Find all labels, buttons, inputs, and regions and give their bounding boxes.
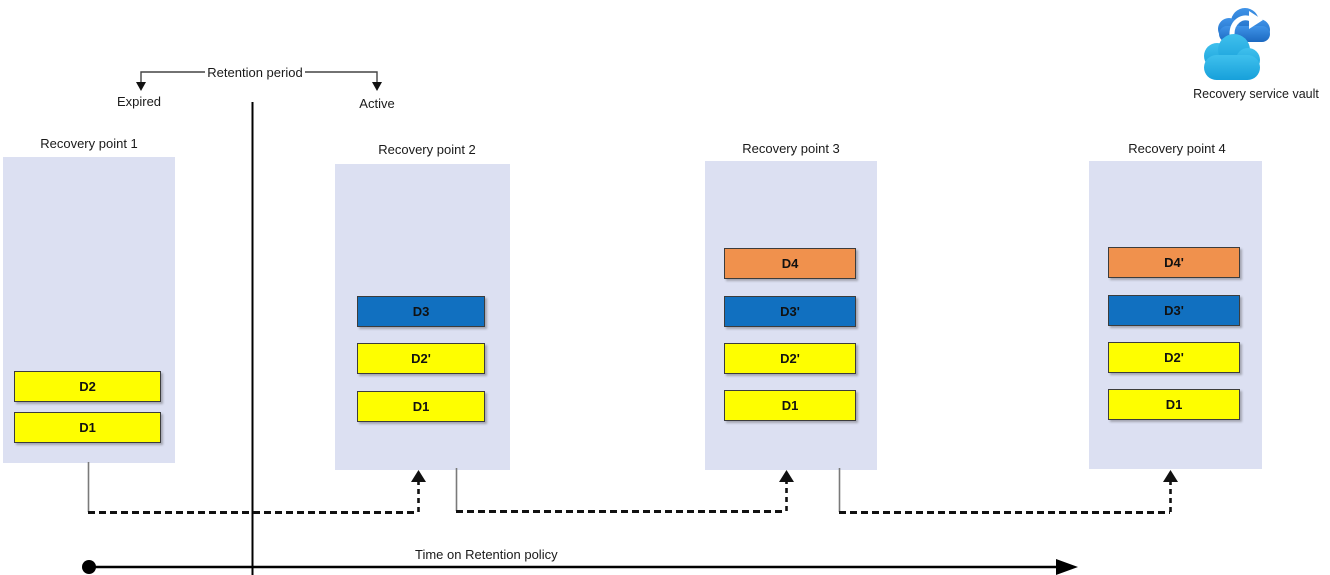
vault-front-cloud — [1204, 34, 1260, 80]
backup-block-d2p: D2' — [357, 343, 485, 374]
dashed-arrowhead-2 — [779, 470, 794, 482]
active-label: Active — [359, 96, 395, 111]
bracket-arrow-active — [372, 82, 382, 91]
dashed-arrowhead-1 — [411, 470, 426, 482]
backup-block-d2: D2 — [14, 371, 161, 402]
recovery-point-2-title: Recovery point 2 — [378, 142, 476, 157]
timeline-arrowhead — [1056, 559, 1078, 575]
backup-block-d4: D4 — [724, 248, 856, 279]
timeline-origin-dot — [82, 560, 96, 574]
backup-block-d3p: D3' — [724, 296, 856, 327]
retention-period-label: Retention period — [207, 65, 303, 80]
backup-block-d1: D1 — [724, 390, 856, 421]
backup-block-d1: D1 — [14, 412, 161, 443]
recovery-point-3-title: Recovery point 3 — [742, 141, 840, 156]
bracket-arrow-expired — [136, 82, 146, 91]
recovery-vault-cloud-icon — [1204, 8, 1270, 80]
backup-block-d3: D3 — [357, 296, 485, 327]
recovery-point-1-title: Recovery point 1 — [40, 136, 138, 151]
backup-block-d3p: D3' — [1108, 295, 1240, 326]
vault-sync-arrow — [1229, 11, 1263, 37]
backup-block-d4p: D4' — [1108, 247, 1240, 278]
timeline-label: Time on Retention policy — [415, 547, 558, 562]
dashed-arrowhead-3 — [1163, 470, 1178, 482]
recovery-point-4-title: Recovery point 4 — [1128, 141, 1226, 156]
backup-block-d2p: D2' — [724, 343, 856, 374]
recovery-service-vault-label: Recovery service vault — [1193, 87, 1319, 101]
backup-block-d1: D1 — [357, 391, 485, 422]
backup-block-d1: D1 — [1108, 389, 1240, 420]
expired-label: Expired — [116, 94, 162, 109]
backup-block-d2p: D2' — [1108, 342, 1240, 373]
